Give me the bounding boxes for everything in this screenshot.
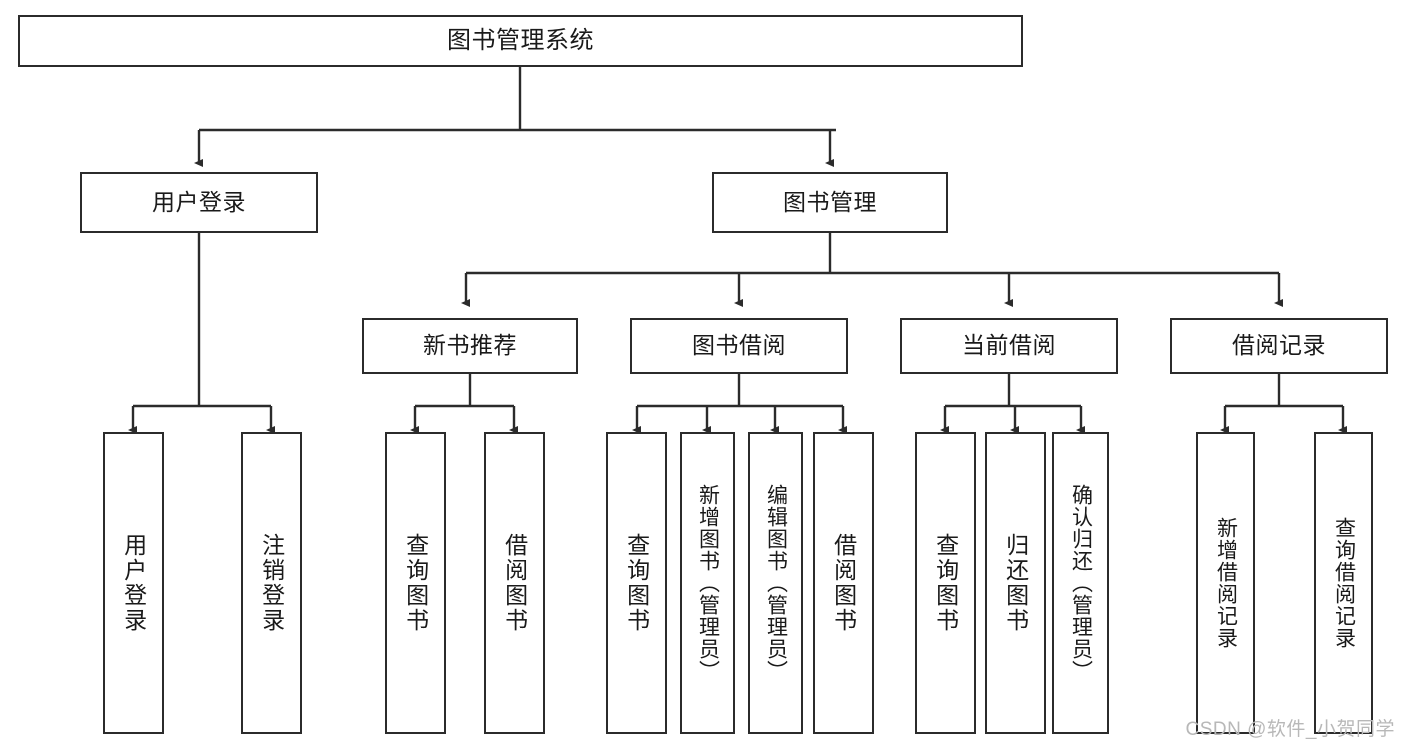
node-label: 当前借阅 [962, 332, 1056, 359]
leaf-return-book[interactable]: 归还图书 [985, 432, 1046, 734]
leaf-query-book-newbook[interactable]: 查询图书 [385, 432, 446, 734]
leaf-add-borrow-record[interactable]: 新增借阅记录 [1196, 432, 1255, 734]
node-user-login[interactable]: 用户登录 [80, 172, 318, 233]
leaf-borrow-book-newbook[interactable]: 借阅图书 [484, 432, 545, 734]
node-label: 查询图书 [932, 533, 959, 633]
node-book-management[interactable]: 图书管理 [712, 172, 948, 233]
node-new-book-recommend[interactable]: 新书推荐 [362, 318, 578, 374]
node-label: 编辑图书（管理员） [764, 484, 788, 682]
node-label: 图书管理 [783, 188, 877, 215]
leaf-edit-book-admin[interactable]: 编辑图书（管理员） [748, 432, 803, 734]
leaf-logout-login[interactable]: 注销登录 [241, 432, 302, 734]
leaf-add-book-admin[interactable]: 新增图书（管理员） [680, 432, 735, 734]
node-label: 查询借阅记录 [1332, 517, 1356, 649]
leaf-query-book-borrow[interactable]: 查询图书 [606, 432, 667, 734]
node-book-borrow[interactable]: 图书借阅 [630, 318, 848, 374]
node-label: 确认归还（管理员） [1069, 484, 1093, 682]
node-label: 查询图书 [402, 533, 429, 633]
node-borrow-record[interactable]: 借阅记录 [1170, 318, 1388, 374]
node-label: 新书推荐 [423, 332, 517, 359]
node-label: 新增图书（管理员） [696, 484, 720, 682]
node-label: 新增借阅记录 [1214, 517, 1238, 649]
node-label: 图书管理系统 [447, 26, 594, 54]
node-label: 用户登录 [120, 533, 147, 633]
leaf-query-book-current[interactable]: 查询图书 [915, 432, 976, 734]
node-label: 图书借阅 [692, 332, 786, 359]
leaf-user-login[interactable]: 用户登录 [103, 432, 164, 734]
node-label: 借阅图书 [501, 533, 528, 633]
node-label: 用户登录 [152, 188, 246, 215]
node-label: 查询图书 [623, 533, 650, 633]
node-label: 归还图书 [1002, 533, 1029, 633]
node-label: 借阅图书 [830, 533, 857, 633]
watermark-text: CSDN @软件_小贺同学 [1185, 719, 1395, 740]
node-current-borrow[interactable]: 当前借阅 [900, 318, 1118, 374]
leaf-borrow-book[interactable]: 借阅图书 [813, 432, 874, 734]
leaf-confirm-return-admin[interactable]: 确认归还（管理员） [1052, 432, 1109, 734]
leaf-query-borrow-record[interactable]: 查询借阅记录 [1314, 432, 1373, 734]
node-root-system[interactable]: 图书管理系统 [18, 15, 1023, 67]
node-label: 借阅记录 [1232, 332, 1326, 359]
node-label: 注销登录 [258, 533, 285, 633]
